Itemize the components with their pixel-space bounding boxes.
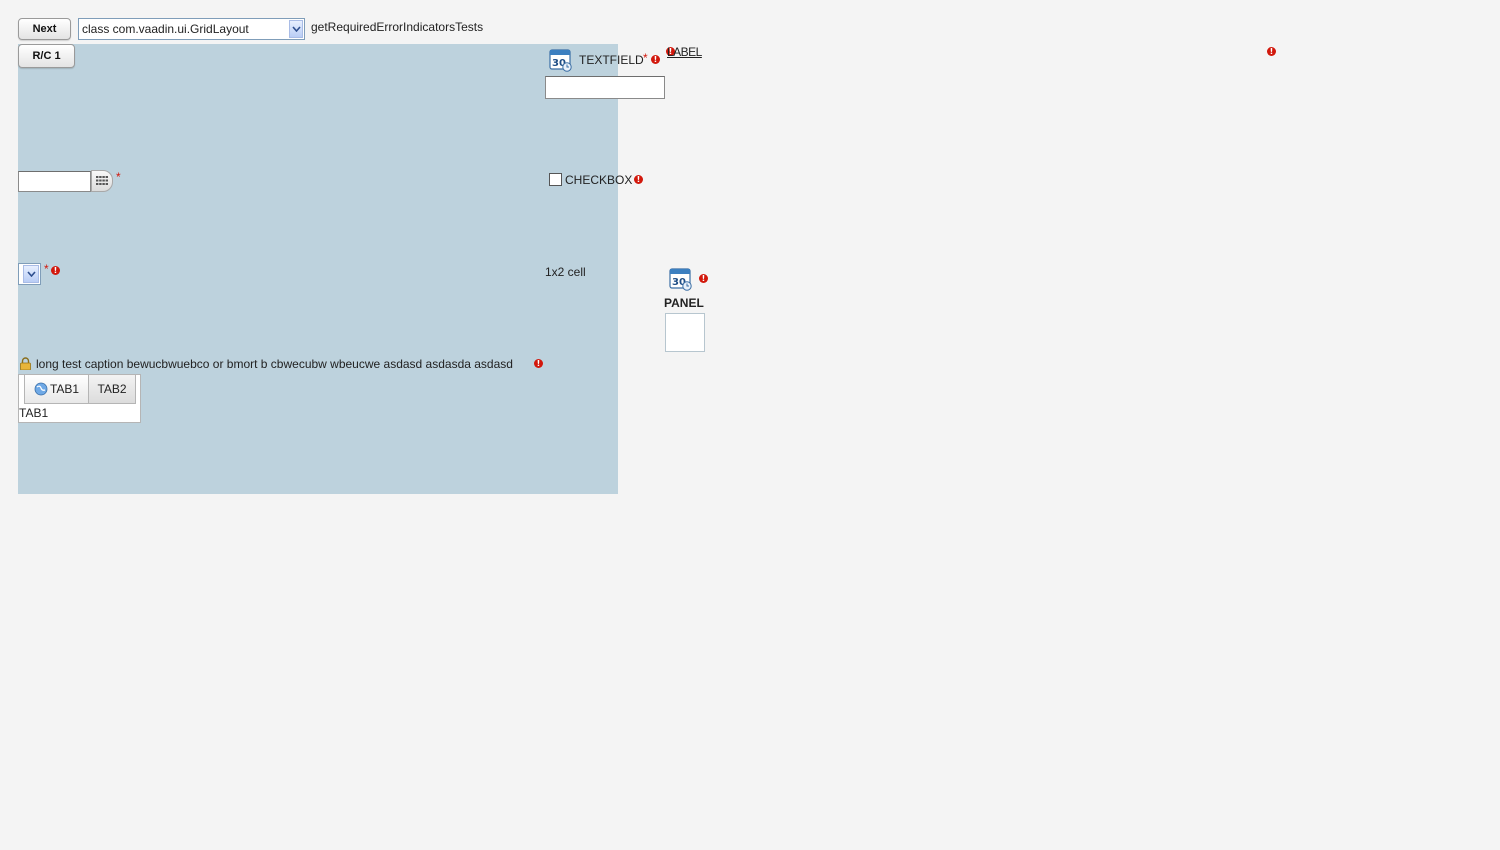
error-icon: ! [534, 359, 543, 368]
calendar-popup-button[interactable] [91, 170, 113, 192]
grid-layout [18, 44, 618, 494]
checkbox-caption: CHECKBOX [565, 173, 633, 187]
textfield-caption: TEXTFIELD [579, 53, 644, 67]
error-icon: ! [651, 55, 660, 64]
rc-button[interactable]: R/C 1 [18, 44, 75, 68]
tab-tab1[interactable]: TAB1 [24, 374, 89, 404]
class-select[interactable]: class com.vaadin.ui.GridLayout [78, 18, 305, 40]
next-button[interactable]: Next [18, 18, 71, 40]
required-indicator: * [44, 262, 49, 276]
tab-content: TAB1 [19, 406, 49, 420]
tab-label: TAB1 [49, 382, 80, 396]
textfield-input[interactable] [545, 76, 665, 99]
label-caption: LABEL [667, 45, 702, 59]
tab-label: TAB2 [97, 382, 127, 396]
calendar-grid-icon [96, 176, 108, 185]
error-icon: ! [1267, 47, 1276, 56]
test-name-label: getRequiredErrorIndicatorsTests [311, 20, 484, 34]
chevron-down-icon[interactable] [289, 20, 303, 38]
required-indicator: * [643, 51, 648, 65]
next-button-label: Next [32, 23, 57, 35]
date-field-input[interactable] [18, 171, 91, 192]
calendar-icon: 30 [669, 268, 692, 291]
calendar-icon-number: 30 [552, 58, 566, 69]
checkbox[interactable] [549, 173, 562, 186]
error-icon: ! [51, 266, 60, 275]
long-caption: long test caption bewucbwuebco or bmort … [36, 357, 513, 371]
tab-tab2[interactable]: TAB2 [88, 374, 136, 404]
rc-button-label: R/C 1 [32, 50, 61, 62]
error-icon: ! [699, 274, 708, 283]
error-icon: ! [666, 47, 675, 56]
chevron-down-icon[interactable] [23, 265, 39, 283]
panel-caption: PANEL [664, 296, 704, 310]
required-indicator: * [116, 170, 121, 184]
lock-icon [20, 357, 31, 370]
combo-select[interactable] [18, 263, 41, 285]
error-icon: ! [634, 175, 643, 184]
calendar-icon: 30 [549, 49, 572, 72]
globe-icon [34, 382, 48, 396]
panel [665, 313, 705, 352]
calendar-icon-number: 30 [672, 277, 686, 288]
class-select-value: class com.vaadin.ui.GridLayout [82, 22, 249, 36]
cell-label: 1x2 cell [545, 265, 586, 279]
